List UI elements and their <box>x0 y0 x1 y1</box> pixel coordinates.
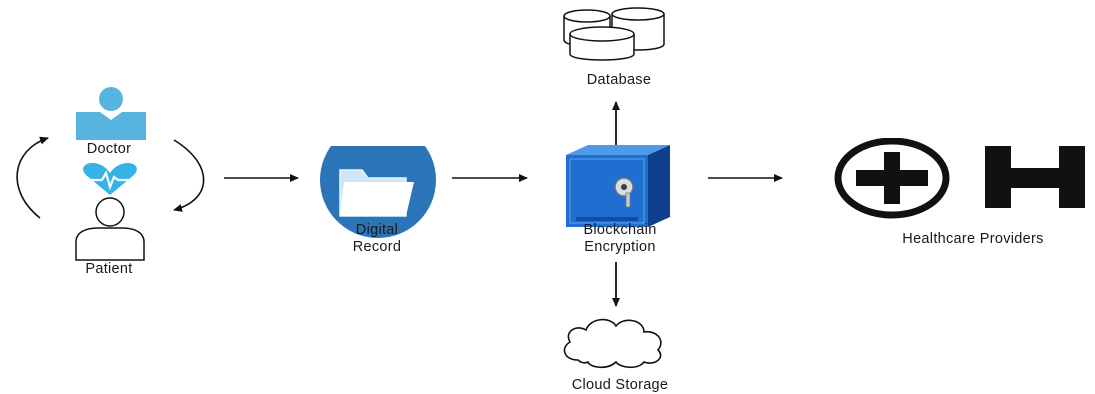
heartbeat-icon <box>83 163 137 195</box>
patient-label: Patient <box>85 261 133 277</box>
patient-outline-icon <box>75 197 145 261</box>
hospital-h-icon <box>985 146 1085 208</box>
medical-cross-icon <box>834 138 950 219</box>
database-label: Database <box>586 72 652 88</box>
healthcare-providers-label: Healthcare Providers <box>902 231 1044 247</box>
safe-icon <box>566 145 670 227</box>
doctor-label: Doctor <box>86 141 132 157</box>
database-icon <box>563 7 665 61</box>
blockchain-encryption-label: Blockchain Encryption <box>583 222 657 255</box>
cycle-arrow-left <box>16 136 49 219</box>
cycle-arrow-right <box>173 139 205 212</box>
person-icon <box>76 87 146 140</box>
cloud-storage-label: Cloud Storage <box>571 377 669 393</box>
digital-record-label: Digital Record <box>352 222 402 255</box>
folder-icon <box>320 146 436 238</box>
cloud-icon <box>563 318 662 369</box>
